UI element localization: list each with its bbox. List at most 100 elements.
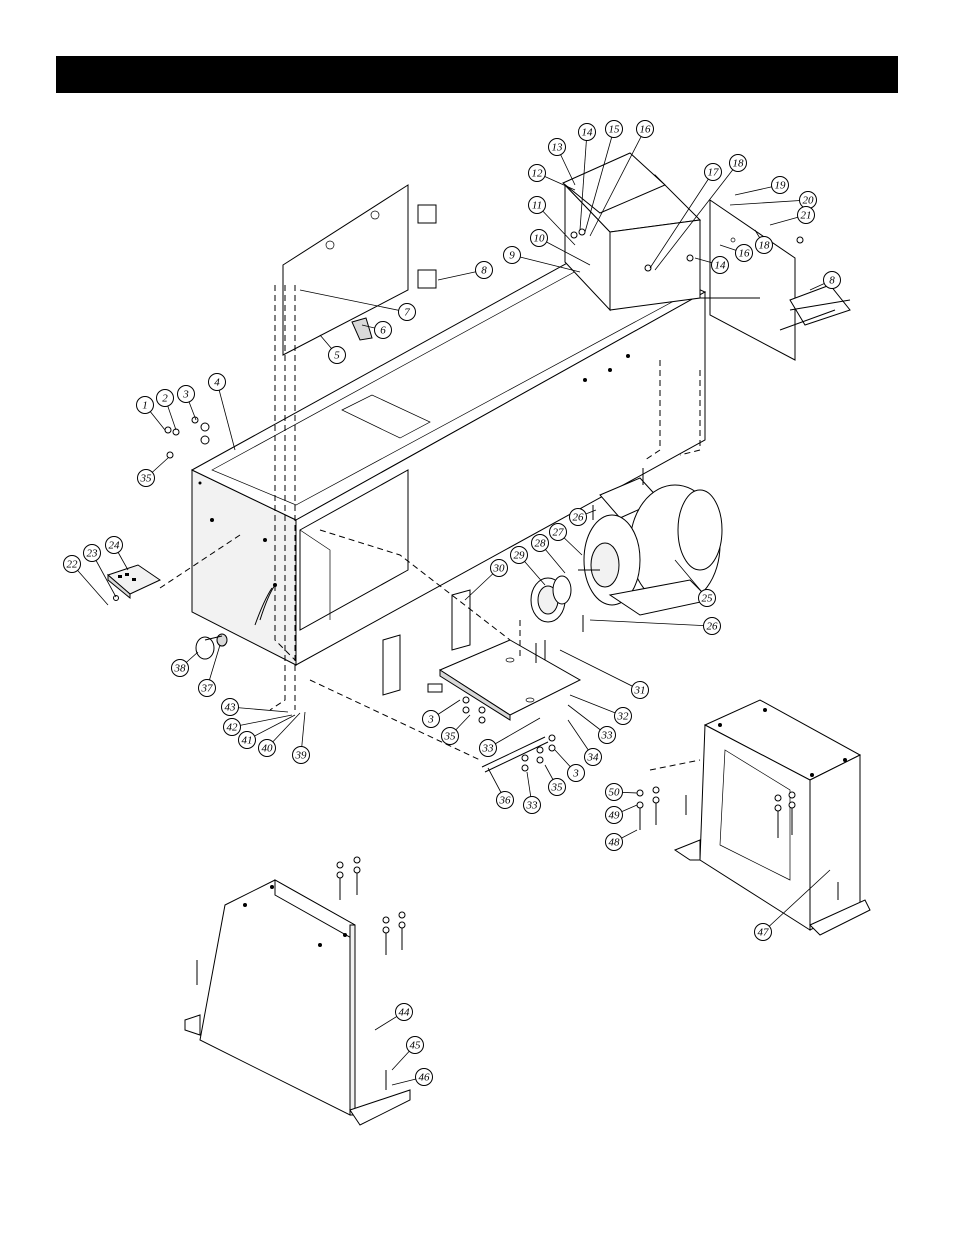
- callout-10: 10: [530, 229, 591, 266]
- callout-circle: [531, 534, 549, 552]
- callout-label: 14: [582, 127, 594, 139]
- callout-3: 3: [554, 749, 585, 782]
- callout-label: 29: [514, 550, 526, 562]
- callout-circle: [479, 739, 497, 757]
- callout-label: 8: [481, 265, 487, 277]
- callout-label: 8: [829, 275, 835, 287]
- leader-line: [559, 649, 641, 691]
- callout-circle: [636, 120, 654, 138]
- callout-2: 2: [156, 389, 177, 431]
- callout-label: 43: [225, 702, 237, 714]
- callout-label: 9: [509, 250, 515, 262]
- callout-circle: [503, 246, 521, 264]
- callout-44: 44: [374, 1003, 413, 1031]
- cover-plate: [282, 184, 437, 356]
- callout-7: 7: [299, 289, 416, 321]
- control-pad: [107, 564, 162, 600]
- callout-28: 28: [531, 534, 566, 574]
- callout-label: 26: [707, 621, 719, 633]
- callout-label: 14: [715, 260, 727, 272]
- callout-circle: [63, 555, 81, 573]
- callout-8: 8: [809, 271, 841, 291]
- callout-36: 36: [487, 767, 514, 809]
- callout-33: 33: [523, 771, 541, 814]
- callout-33: 33: [567, 704, 616, 744]
- callout-12: 12: [528, 164, 576, 191]
- callout-label: 13: [552, 142, 564, 154]
- callout-27: 27: [549, 523, 583, 556]
- callout-label: 5: [334, 350, 340, 362]
- callout-label: 4: [214, 377, 220, 389]
- callout-circle: [374, 321, 392, 339]
- callout-label: 23: [87, 548, 99, 560]
- callout-25: 25: [674, 559, 716, 607]
- callout-47: 47: [754, 869, 831, 941]
- callout-41: 41: [238, 714, 296, 749]
- callout-label: 33: [482, 743, 495, 755]
- callout-label: 49: [609, 810, 621, 822]
- right-stand: [673, 699, 871, 936]
- leader-line: [511, 254, 581, 273]
- callout-label: 33: [601, 730, 614, 742]
- callout-label: 35: [444, 731, 457, 743]
- callout-14: 14: [694, 256, 729, 274]
- callout-label: 28: [535, 538, 547, 550]
- callout-circle: [823, 271, 841, 289]
- shaft: [481, 736, 549, 773]
- callout-label: 46: [419, 1072, 431, 1084]
- callout-circle: [258, 739, 276, 757]
- knob: [195, 633, 228, 660]
- callout-label: 15: [609, 124, 621, 136]
- callout-48: 48: [605, 829, 638, 851]
- callout-label: 45: [410, 1040, 422, 1052]
- callout-5: 5: [319, 334, 346, 364]
- callout-38: 38: [171, 651, 199, 677]
- callout-circle: [395, 1003, 413, 1021]
- top-small-plate: [562, 152, 666, 214]
- callout-circle: [631, 681, 649, 699]
- callout-35: 35: [441, 714, 471, 745]
- callout-circle: [614, 707, 632, 725]
- callout-23: 23: [83, 544, 117, 598]
- callout-circle: [292, 746, 310, 764]
- callout-circle: [755, 236, 773, 254]
- callout-29: 29: [510, 546, 546, 586]
- callout-circle: [771, 176, 789, 194]
- callout-label: 12: [532, 168, 544, 180]
- assembly-lines: [159, 285, 701, 771]
- leader-line: [649, 171, 714, 269]
- callout-circle: [156, 389, 174, 407]
- callout-3: 3: [422, 699, 461, 728]
- right-end-plate: [709, 199, 851, 361]
- leader-line: [246, 714, 296, 741]
- callout-43: 43: [221, 698, 289, 716]
- callout-circle: [171, 659, 189, 677]
- callout-circle: [754, 923, 772, 941]
- callout-label: 25: [702, 593, 714, 605]
- pulley: [530, 575, 572, 623]
- callout-circle: [598, 726, 616, 744]
- callout-label: 48: [609, 837, 621, 849]
- leader-line: [589, 619, 713, 627]
- leader-line: [536, 204, 576, 246]
- leader-line: [579, 131, 588, 231]
- callout-18: 18: [654, 154, 747, 271]
- callout-label: 38: [174, 663, 187, 675]
- callout-circle: [735, 244, 753, 262]
- callout-label: 50: [609, 787, 621, 799]
- callout-33: 33: [479, 717, 541, 757]
- callout-30: 30: [464, 559, 508, 601]
- callout-label: 11: [532, 200, 542, 212]
- callout-circle: [605, 833, 623, 851]
- callout-26: 26: [589, 617, 721, 635]
- callout-label: 16: [640, 124, 652, 136]
- callout-label: 39: [295, 750, 308, 762]
- callout-circle: [105, 536, 123, 554]
- fasteners: [113, 228, 839, 1090]
- callout-circle: [797, 206, 815, 224]
- leader-line: [589, 128, 646, 237]
- callout-label: 27: [553, 527, 565, 539]
- callout-21: 21: [769, 206, 815, 226]
- leader-line: [487, 717, 541, 749]
- callout-label: 30: [493, 563, 506, 575]
